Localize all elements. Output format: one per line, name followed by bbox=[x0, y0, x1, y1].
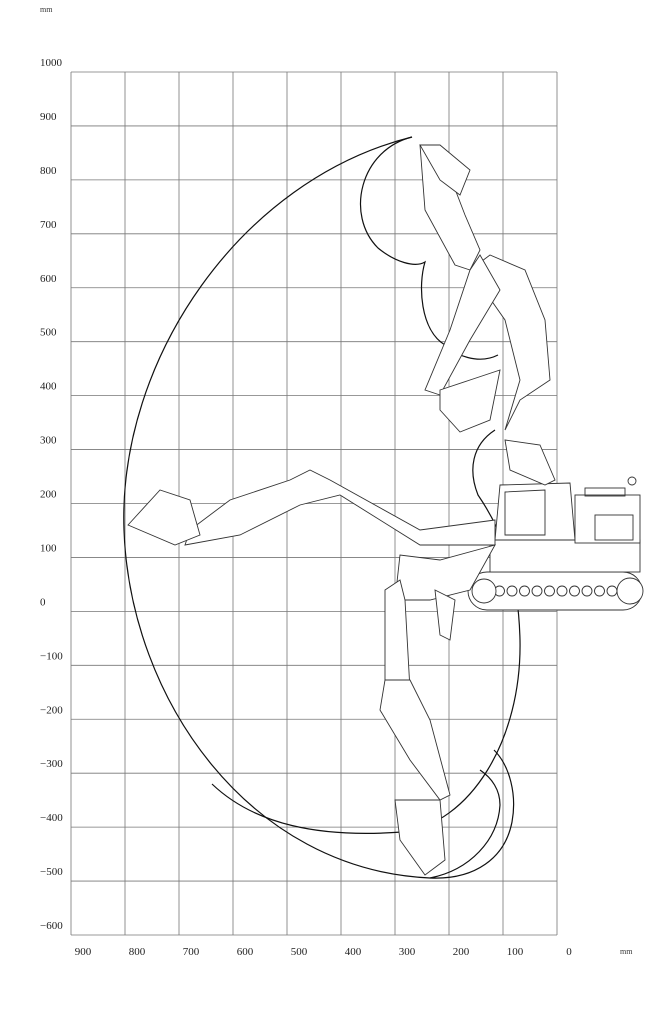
track-roller bbox=[544, 585, 555, 597]
y-tick-label: 600 bbox=[40, 273, 57, 285]
arm-position-middle bbox=[424, 254, 501, 433]
x-tick-label: 900 bbox=[75, 946, 92, 958]
outer-reach-envelope bbox=[123, 136, 515, 879]
track-roller bbox=[556, 585, 568, 597]
y-tick-label: 0 bbox=[40, 596, 46, 608]
idler-wheel bbox=[471, 578, 497, 604]
arm-position-top bbox=[419, 144, 556, 486]
y-tick-label: −600 bbox=[40, 920, 63, 932]
x-tick-label: 0 bbox=[566, 946, 572, 958]
y-tick-label: 1000 bbox=[40, 57, 63, 69]
inner-dig-envelope bbox=[211, 429, 521, 834]
y-tick-label: 900 bbox=[40, 111, 57, 123]
track-roller bbox=[519, 585, 530, 597]
x-tick-label: 800 bbox=[129, 946, 146, 958]
x-tick-label: 400 bbox=[345, 946, 362, 958]
x-axis-unit: mm bbox=[620, 947, 633, 956]
x-axis-labels: 900 800 700 600 500 400 300 200 100 0 bbox=[75, 946, 573, 958]
x-tick-label: 700 bbox=[183, 946, 200, 958]
y-tick-label: 400 bbox=[40, 381, 57, 393]
track-roller bbox=[506, 585, 518, 597]
x-tick-label: 200 bbox=[453, 946, 470, 958]
y-tick-label: −100 bbox=[40, 650, 63, 662]
bottom-bucket-loop bbox=[429, 769, 501, 879]
x-tick-label: 100 bbox=[507, 946, 524, 958]
x-tick-label: 300 bbox=[399, 946, 416, 958]
x-tick-label: 600 bbox=[237, 946, 254, 958]
y-tick-label: −300 bbox=[40, 758, 63, 770]
y-tick-label: 300 bbox=[40, 435, 57, 447]
y-tick-label: −400 bbox=[40, 812, 63, 824]
y-tick-label: 800 bbox=[40, 165, 57, 177]
track-roller bbox=[594, 585, 605, 597]
y-axis-unit: mm bbox=[40, 5, 53, 14]
track-roller bbox=[569, 585, 580, 597]
track-roller bbox=[581, 585, 593, 597]
drive-sprocket bbox=[616, 577, 644, 605]
y-tick-label: 100 bbox=[40, 542, 57, 554]
y-tick-label: 200 bbox=[40, 489, 57, 501]
y-axis-labels: 10009008007006005004003002001000−100−200… bbox=[40, 57, 63, 932]
grid bbox=[70, 71, 558, 936]
y-tick-label: −200 bbox=[40, 704, 63, 716]
arm-position-low bbox=[379, 544, 496, 876]
y-tick-label: 500 bbox=[40, 327, 57, 339]
track-roller bbox=[531, 585, 543, 597]
y-tick-label: 700 bbox=[40, 219, 57, 231]
arm-position-extended bbox=[127, 469, 496, 546]
y-tick-label: −500 bbox=[40, 866, 63, 878]
x-tick-label: 500 bbox=[291, 946, 308, 958]
excavator-body bbox=[467, 476, 644, 611]
